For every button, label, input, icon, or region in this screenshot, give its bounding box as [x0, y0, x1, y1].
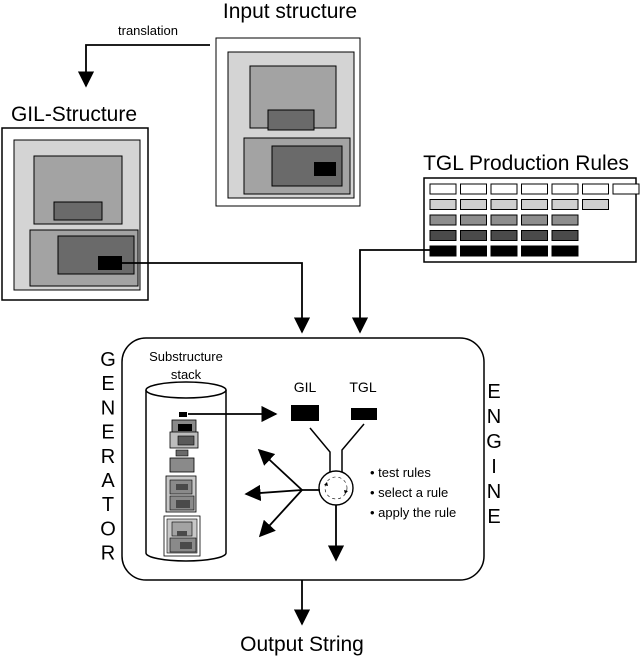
- gil-connector-arrow: [122, 262, 311, 334]
- vertical-letter: R: [101, 446, 115, 468]
- rule-cell: [582, 183, 609, 195]
- vertical-letter: E: [487, 381, 500, 403]
- tgl-rules-title: TGL Production Rules: [423, 152, 629, 175]
- input-structure-title: Input structure: [223, 0, 357, 23]
- vertical-letter: N: [101, 397, 115, 419]
- rule-cell: [490, 183, 518, 195]
- gil-feed-line: [309, 427, 331, 474]
- translation-arrow: [77, 44, 210, 88]
- gil-structure-title: GIL-Structure: [11, 103, 137, 126]
- gil-structure-box: [1, 127, 149, 301]
- rule-cell: [521, 245, 548, 257]
- rule-cell: [612, 183, 640, 195]
- vertical-letter: R: [101, 543, 115, 565]
- rule-cell: [490, 230, 518, 241]
- rule-cell: [429, 183, 457, 195]
- vertical-letter: T: [102, 494, 114, 516]
- rule-cell: [490, 199, 518, 210]
- rule-cycle-icon: [318, 470, 354, 506]
- tgl-feed-line: [341, 423, 365, 474]
- rule-cell: [551, 245, 579, 257]
- engine-steps: • test rules • select a rule • apply the r…: [370, 465, 456, 520]
- tgl-block: [351, 408, 377, 420]
- rule-cell: [582, 199, 609, 210]
- rule-cell: [521, 230, 548, 241]
- stack-items: [163, 412, 201, 557]
- vertical-letter: N: [487, 406, 501, 428]
- engine-step-item: • test rules: [370, 465, 431, 480]
- rule-cell: [490, 245, 518, 257]
- vertical-letter: G: [100, 349, 116, 371]
- stack-label: stack: [171, 367, 202, 382]
- rule-cell: [460, 245, 487, 257]
- rule-cell: [521, 199, 548, 210]
- tgl-connector-arrow: [351, 249, 430, 334]
- engine-output-arrows: [244, 448, 345, 562]
- rule-cell: [551, 214, 579, 226]
- vertical-letter: O: [100, 518, 116, 540]
- tgl-label: TGL: [349, 379, 376, 395]
- vertical-letter: A: [101, 470, 115, 492]
- rule-cell: [429, 214, 457, 226]
- rule-cell: [521, 183, 548, 195]
- rule-cell: [429, 245, 457, 257]
- gil-label: GIL: [294, 379, 317, 395]
- rule-cell: [460, 199, 487, 210]
- gil-block: [291, 405, 319, 421]
- vertical-letter: E: [101, 373, 114, 395]
- vertical-letter: I: [491, 456, 497, 478]
- vertical-letter: G: [486, 431, 502, 453]
- rule-cell: [429, 199, 457, 210]
- rule-cell: [460, 230, 487, 241]
- rule-cell: [551, 230, 579, 241]
- engine-step-item: • select a rule: [370, 485, 448, 500]
- rule-cell: [460, 183, 487, 195]
- output-string-label: Output String: [240, 633, 364, 656]
- rule-cell: [490, 214, 518, 226]
- rule-cell: [429, 230, 457, 241]
- rule-cell: [551, 199, 579, 210]
- translation-label: translation: [118, 23, 178, 38]
- vertical-letter: E: [101, 422, 114, 444]
- rule-cell: [521, 214, 548, 226]
- vertical-letter: E: [487, 506, 500, 528]
- vertical-letter: N: [487, 481, 501, 503]
- input-structure-box: [215, 37, 361, 207]
- rule-cell: [551, 183, 579, 195]
- rule-cell: [460, 214, 487, 226]
- engine-step-item: • apply the rule: [370, 505, 456, 520]
- tgl-rules-grid: [429, 183, 640, 257]
- substructure-label: Substructure: [149, 349, 223, 364]
